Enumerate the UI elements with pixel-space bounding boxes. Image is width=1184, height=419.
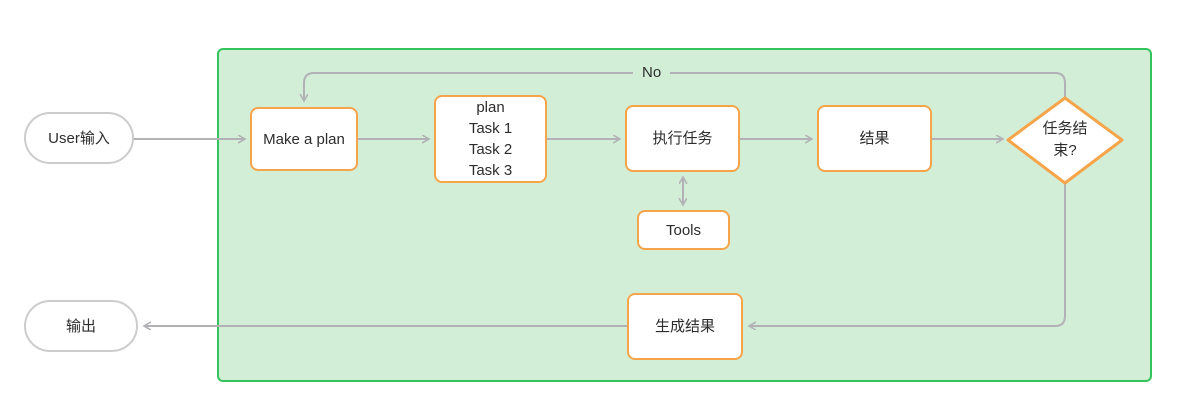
node-tools-label: Tools [665,221,702,239]
node-output: 输出 [24,300,138,352]
node-user-input-label: User输入 [48,129,110,147]
node-output-label: 输出 [65,317,96,335]
node-plan-tasks-line: Task 2 [468,141,513,158]
node-task-done-label: 任务结束? [1042,120,1088,159]
node-user-input: User输入 [24,112,134,164]
node-execute-task: 执行任务 [625,105,740,172]
node-plan-tasks: plan Task 1 Task 2 Task 3 [434,95,547,183]
node-plan-tasks-line: plan [476,99,505,116]
no-edge-label: No [633,63,671,83]
connector-no-loop-task-done-to-make-a-plan [304,72,1066,101]
node-tools: Tools [637,210,730,250]
node-plan-tasks-line: Task 3 [468,162,513,179]
task-done-decision-diamond [1006,96,1124,185]
node-plan-tasks-line: Task 1 [468,120,513,137]
node-execute-task-label: 执行任务 [652,130,713,147]
node-make-a-plan: Make a plan [250,107,358,171]
node-generate-result-label: 生成结果 [654,318,715,335]
node-generate-result: 生成结果 [627,293,743,360]
node-make-a-plan-label: Make a plan [263,130,345,148]
connector-task-done-to-generate-result [749,184,1066,326]
node-result: 结果 [817,105,932,172]
node-result-label: 结果 [859,130,890,147]
